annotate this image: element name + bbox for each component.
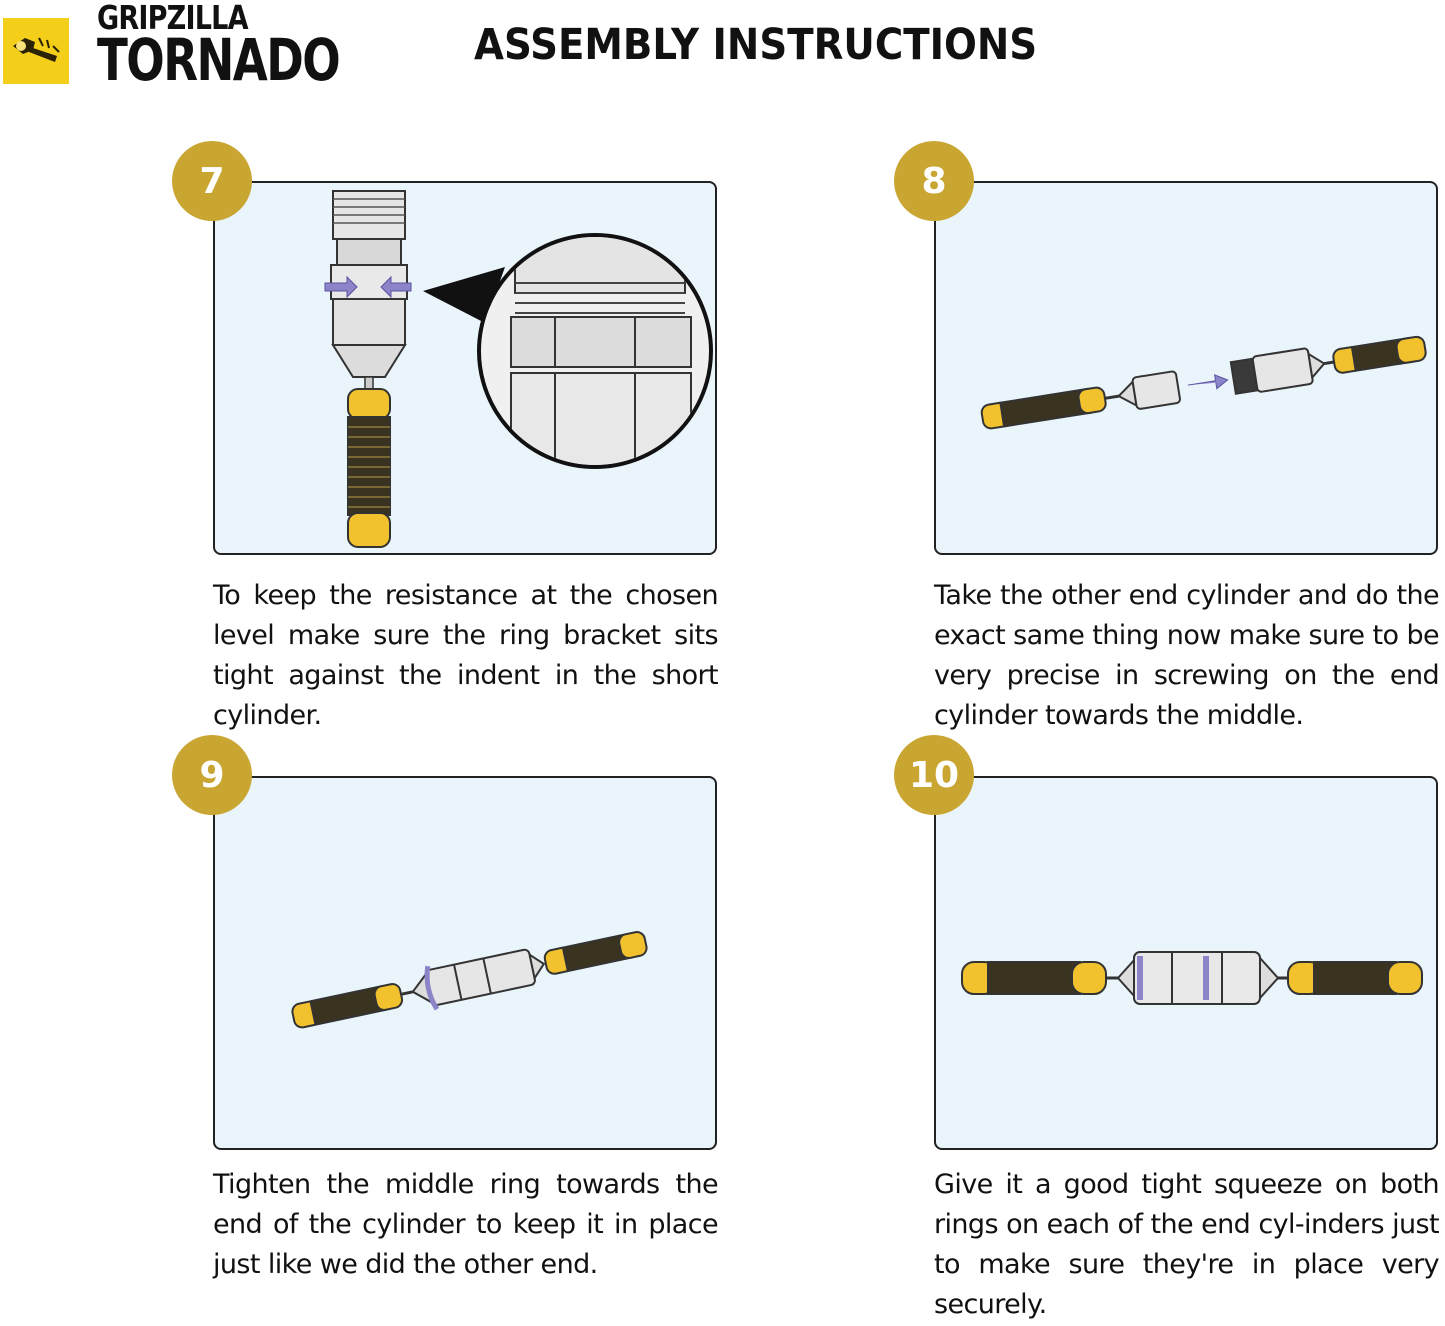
- step-8-illustration: [934, 181, 1438, 555]
- step-7-drawing: [324, 190, 713, 548]
- step-10-illustration: [934, 776, 1438, 1150]
- step-9-illustration: [213, 776, 717, 1150]
- step-10-text: Give it a good tight squeeze on both rin…: [934, 1169, 1440, 1320]
- brand-name-top: GRIPZILLA: [97, 0, 249, 37]
- step-10-badge: 10: [894, 735, 974, 815]
- fist-icon: [13, 37, 60, 62]
- step-7-text: To keep the resistance at the chosen lev…: [213, 580, 719, 731]
- step-9-text: Tighten the middle ring towards the end …: [213, 1169, 719, 1280]
- step-7-badge: 7: [172, 141, 252, 221]
- step-9-drawing: [291, 931, 648, 1029]
- page-title: ASSEMBLY INSTRUCTIONS: [474, 20, 1038, 70]
- brand-logo: [3, 18, 69, 84]
- step-9-badge: 9: [172, 735, 252, 815]
- step-8-drawing: [980, 335, 1427, 430]
- step-10-drawing: [961, 951, 1423, 1005]
- step-8-badge: 8: [894, 141, 974, 221]
- step-7-illustration: [213, 181, 717, 555]
- step-8-text: Take the other end cylinder and do the e…: [934, 580, 1440, 731]
- brand-name-main: TORNADO: [97, 26, 341, 94]
